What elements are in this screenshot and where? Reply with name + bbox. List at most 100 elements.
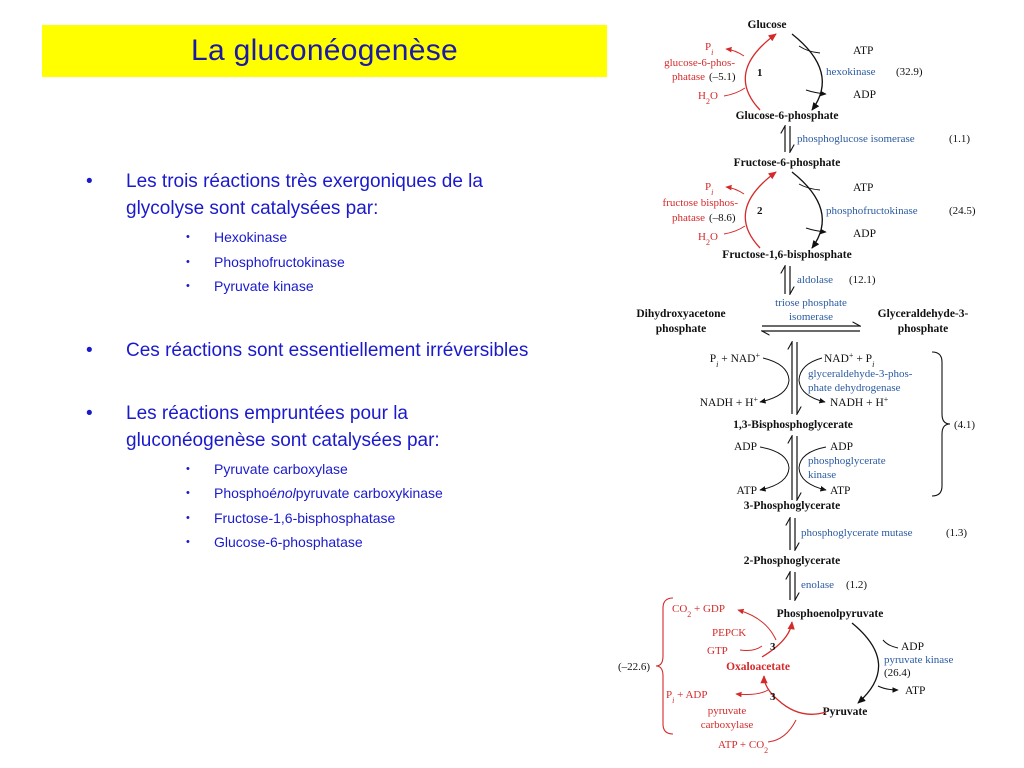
sub-bullet-item: • Pyruvate carboxylase [82, 457, 552, 482]
enzyme-label-fructose-bisphosphatase: fructose bisphos- [663, 197, 739, 209]
metabolite-glyceraldehyde-3-phosphate: Glyceraldehyde-3- [878, 308, 969, 320]
sub-bullet-text: Pyruvate kinase [214, 278, 314, 294]
sub-bullet-marker: • [186, 536, 190, 548]
sub-bullet-item: •Pyruvate kinase [82, 274, 552, 299]
cofactor-atp: ATP [853, 182, 873, 194]
sub-bullet-marker: • [186, 255, 190, 268]
bullet-item: • Les trois réactions très exergoniques … [82, 168, 552, 299]
enzyme-label-gapdh-line2: phate dehydrogenase [808, 382, 901, 394]
delta-g-glucose-6-phosphatase: (–5.1) [709, 71, 736, 83]
h2o-input-arm [723, 225, 746, 235]
glycolytic-arc-step-2 [791, 171, 823, 249]
sub-bullet-item: • Phosphofructokinase [82, 250, 552, 275]
adp-input-arm [882, 639, 899, 649]
enzyme-label-pyruvate-kinase: pyruvate kinase [884, 654, 953, 666]
pyruvate-kinase-arc [851, 622, 880, 704]
bullet-text: Les trois réactions très exergoniques de… [126, 171, 483, 219]
step-number-3: 3 [770, 641, 776, 653]
cofactor-pi: Pi [705, 181, 713, 197]
bypass-arrows-step-2 [723, 171, 827, 249]
sub-bullet-text: Glucose-6-phosphatase [214, 534, 363, 550]
metabolite-pyruvate: Pyruvate [823, 706, 868, 718]
brace-reversible-group [931, 351, 951, 497]
metabolite-oxaloacetate: Oxaloacetate [726, 661, 790, 673]
bullet-marker: • [86, 171, 93, 192]
cofactor-atp: ATP [905, 685, 925, 697]
sub-bullet-item: •Phosphoénolpyruvate carboxykinase [82, 481, 552, 506]
pepck-arc [761, 621, 795, 658]
cofactor-adp: ADP [853, 228, 876, 240]
enzyme-label-fructose-bisphosphatase-line2: phatase [672, 212, 705, 224]
gapdh-right-output: NADH + H+ [830, 395, 889, 410]
metabolite-fructose-6-phosphate: Fructose-6-phosphate [734, 157, 841, 169]
cofactor-pi-adp: Pi + ADP [666, 689, 707, 705]
enzyme-label-phosphoglycerate-kinase: phosphoglycerate [808, 455, 886, 467]
delta-g-fructose-bisphosphatase: (–8.6) [709, 212, 736, 224]
equilibrium-arrow-aldolase [785, 266, 790, 294]
cofactor-atp: ATP [853, 45, 873, 57]
gluconeogenic-arc-step-2 [744, 171, 777, 249]
enzyme-label-phosphoglycerate-kinase-line2: kinase [808, 469, 836, 481]
bullet-marker: • [86, 339, 93, 361]
cofactor-atp-co2: ATP + CO2 [718, 739, 768, 755]
pgk-left-output: ATP [737, 485, 757, 497]
delta-g-aldolase: (12.1) [849, 274, 876, 286]
enzyme-label-pepck: PEPCK [712, 627, 746, 639]
sub-bullet-text-italic: nol [277, 485, 296, 501]
slide-title: La gluconéogenèse [191, 34, 458, 67]
sub-bullet-marker: • [186, 462, 190, 475]
gapdh-right-input: NAD+ + Pi [824, 351, 874, 369]
enzyme-label-triose-phosphate-isomerase: triose phosphate [775, 297, 847, 309]
enzyme-label-phosphoglucose-isomerase: phosphoglucose isomerase [797, 133, 915, 145]
gapdh-left-input: Pi + NAD+ [710, 351, 761, 369]
equilibrium-arrow-gapdh [759, 342, 826, 414]
adp-output-arm [805, 227, 827, 235]
metabolite-1-3-bisphosphoglycerate: 1,3-Bisphosphoglycerate [733, 419, 853, 431]
enzyme-label-glucose-6-phosphatase-line2: phatase [672, 71, 705, 83]
pyruvate-carboxylase-arc [760, 675, 827, 715]
pi-output-arm [725, 46, 745, 57]
metabolite-fructose-1-6-bisphosphate: Fructose-1,6-bisphosphate [722, 249, 851, 261]
equilibrium-arrow-tpi [762, 326, 860, 331]
bullet-list: • Les trois réactions très exergoniques … [82, 168, 552, 579]
pyruvate-kinase-arrows [851, 622, 899, 704]
delta-g-phosphofructokinase: (24.5) [949, 205, 976, 217]
gapdh-right-cofactor-arm [798, 357, 826, 404]
sub-bullet-text: Phosphofructokinase [214, 253, 345, 270]
metabolite-dihydroxyacetone-phosphate-line2: phosphate [656, 323, 707, 335]
sub-bullet-marker: • [186, 511, 190, 524]
metabolite-3-phosphoglycerate: 3-Phosphoglycerate [744, 500, 840, 512]
step-number-1: 1 [757, 67, 763, 79]
gluconeogenic-arc-step-1 [744, 33, 777, 111]
sub-bullet-text: Pyruvate carboxylase [214, 460, 348, 477]
cofactor-gtp: GTP [707, 645, 728, 657]
delta-g-net-bypass: (–22.6) [618, 661, 650, 673]
pi-output-arm [725, 184, 745, 195]
bypass-arrows-step-1 [723, 33, 827, 111]
equilibrium-arrow-enolase [790, 572, 795, 600]
gapdh-left-cofactor-arm [759, 357, 790, 404]
metabolite-glucose-6-phosphate: Glucose-6-phosphate [736, 110, 839, 122]
metabolite-glucose-label: Glucose [748, 19, 787, 31]
pgk-right-output: ATP [830, 485, 850, 497]
enzyme-label-hexokinase: hexokinase [826, 66, 876, 78]
bullet-item: • Ces réactions sont essentiellement irr… [82, 337, 552, 364]
sub-bullet-text-part: pyruvate carboxykinase [295, 485, 443, 501]
sub-bullet-text: Fructose-1,6-bisphosphatase [214, 509, 396, 526]
gapdh-left-output: NADH + H+ [700, 395, 759, 410]
delta-g-isomerase: (1.1) [949, 133, 970, 145]
pgk-right-input: ADP [830, 441, 853, 453]
atp-input-arm [798, 183, 821, 191]
enzyme-label-triose-phosphate-isomerase-line2: isomerase [789, 311, 833, 323]
metabolite-phosphoenolpyruvate: Phosphoenolpyruvate [777, 608, 884, 620]
sub-bullet-item: •Hexokinase [82, 225, 552, 250]
cofactor-co2-gdp: CO2 + GDP [672, 603, 725, 619]
sub-bullet-text: Phosphoénolpyruvate carboxykinase [214, 481, 443, 506]
slide-title-bar: La gluconéogenèse [42, 25, 607, 77]
enzyme-label-glucose-6-phosphatase: glucose-6-phos- [664, 57, 735, 69]
co2-gdp-output-arm [737, 608, 777, 641]
delta-g-pyruvate-kinase: (26.4) [884, 667, 911, 679]
equilibrium-arrow-pgk [759, 436, 827, 500]
cofactor-adp: ADP [901, 641, 924, 653]
